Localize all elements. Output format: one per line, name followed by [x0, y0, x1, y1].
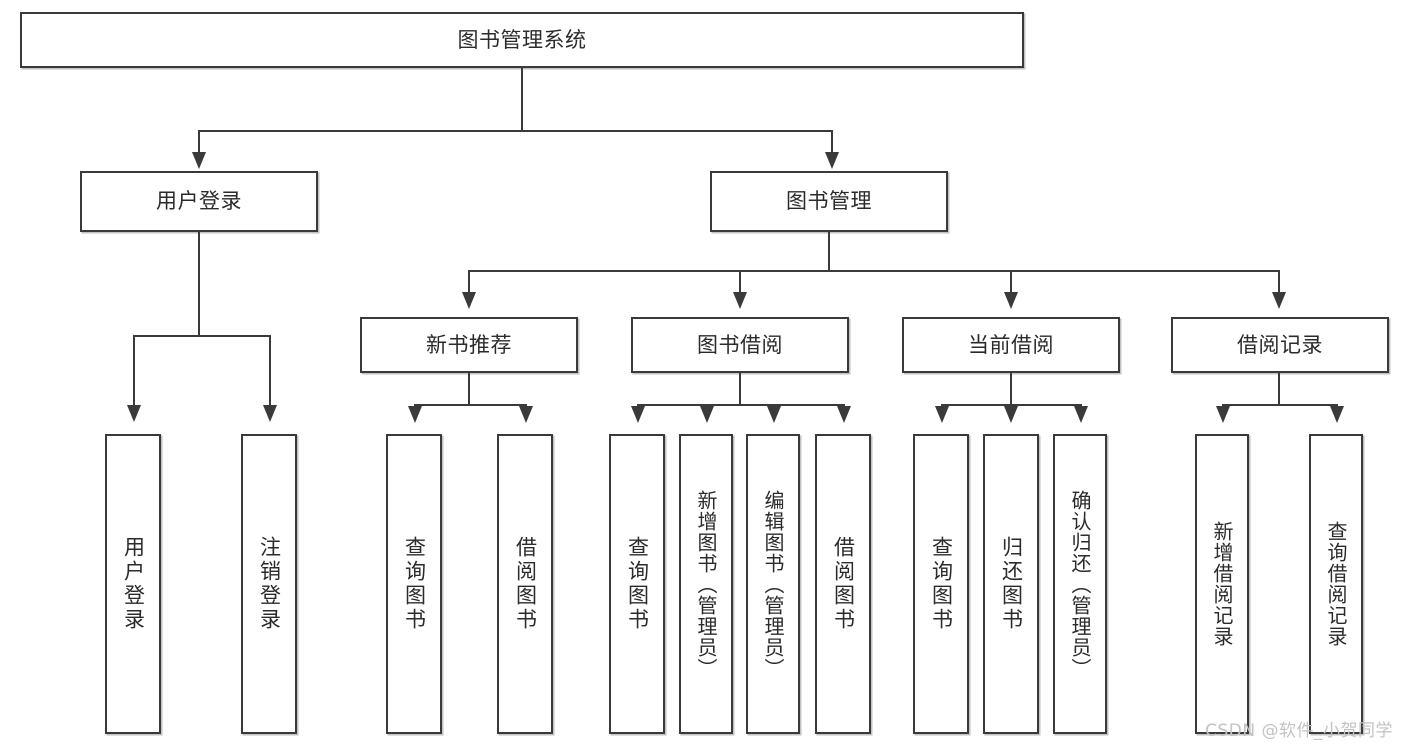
connector-bookmgmt-drop-2	[739, 270, 741, 295]
connector-borrowrecord-bus	[1222, 404, 1338, 406]
arrow-userlogin-leaf-2	[263, 405, 277, 422]
arrow-root-to-userlogin	[192, 152, 206, 169]
arrow-borrowrecord-leaf-1	[1216, 406, 1230, 423]
node-label: 新增图书（管理员）	[694, 489, 718, 679]
connector-root-to-userlogin	[198, 130, 200, 155]
node-label: 借阅图书	[831, 536, 856, 632]
connector-bookborrow-bus	[637, 404, 845, 406]
connector-bookmgmt-drop-4	[1278, 270, 1280, 295]
node-label: 当前借阅	[968, 332, 1054, 357]
node-label: 注销登录	[257, 536, 282, 632]
arrow-newbook-leaf-1	[408, 406, 422, 423]
arrow-bookmgmt-to-borrowrecord	[1272, 292, 1286, 309]
node-label: 用户登录	[156, 189, 242, 214]
connector-bookmgmt-stem	[828, 232, 830, 271]
node-label: 图书管理	[786, 189, 872, 214]
leaf-confirm-return-admin[interactable]: 确认归还（管理员）	[1053, 434, 1107, 734]
node-label: 借阅记录	[1237, 332, 1323, 357]
arrow-bookborrow-leaf-3	[767, 406, 781, 423]
arrow-bookborrow-leaf-2	[700, 406, 714, 423]
leaf-search-book-newbook[interactable]: 查询图书	[386, 434, 442, 734]
node-book-borrow[interactable]: 图书借阅	[631, 317, 849, 373]
node-label: 查询图书	[929, 536, 954, 632]
node-label: 编辑图书（管理员）	[761, 489, 785, 679]
connector-userlogin-bus	[133, 335, 271, 337]
leaf-add-book-admin[interactable]: 新增图书（管理员）	[679, 434, 733, 734]
leaf-borrow-book-newbook[interactable]: 借阅图书	[497, 434, 553, 734]
arrow-borrowrecord-leaf-2	[1330, 406, 1344, 423]
connector-bookmgmt-bus	[468, 270, 1280, 272]
arrow-newbook-leaf-2	[519, 406, 533, 423]
node-new-book-recommend[interactable]: 新书推荐	[360, 317, 578, 373]
node-label: 图书管理系统	[457, 27, 587, 52]
arrow-bookmgmt-to-currentborrow	[1004, 292, 1018, 309]
arrow-userlogin-leaf-1	[127, 405, 141, 422]
node-user-login[interactable]: 用户登录	[80, 171, 318, 232]
node-label: 图书借阅	[697, 332, 783, 357]
connector-root-bus	[198, 130, 833, 132]
leaf-return-book[interactable]: 归还图书	[983, 434, 1039, 734]
connector-root-stem	[521, 68, 523, 131]
connector-bookmgmt-drop-3	[1010, 270, 1012, 295]
connector-bookborrow-stem	[739, 373, 741, 405]
arrow-bookborrow-leaf-4	[837, 406, 851, 423]
arrow-bookmgmt-to-bookborrow	[733, 292, 747, 309]
node-label: 归还图书	[999, 536, 1024, 632]
leaf-add-borrow-record[interactable]: 新增借阅记录	[1195, 434, 1249, 734]
csdn-watermark: CSDN @软件_小贺同学	[1205, 721, 1393, 741]
arrow-currentborrow-leaf-3	[1074, 406, 1088, 423]
connector-currentborrow-stem	[1010, 373, 1012, 405]
leaf-borrow-book[interactable]: 借阅图书	[815, 434, 871, 734]
node-label: 查询借阅记录	[1324, 521, 1348, 647]
leaf-user-login[interactable]: 用户登录	[105, 434, 161, 734]
arrow-bookborrow-leaf-1	[631, 406, 645, 423]
arrow-bookmgmt-to-newbook	[462, 292, 476, 309]
connector-newbook-stem	[468, 373, 470, 405]
node-label: 新增借阅记录	[1210, 521, 1234, 647]
node-label: 用户登录	[121, 536, 146, 632]
arrow-currentborrow-leaf-2	[1004, 406, 1018, 423]
leaf-search-book-current[interactable]: 查询图书	[913, 434, 969, 734]
node-book-management[interactable]: 图书管理	[710, 171, 948, 232]
leaf-edit-book-admin[interactable]: 编辑图书（管理员）	[746, 434, 800, 734]
node-label: 确认归还（管理员）	[1068, 489, 1092, 679]
leaf-search-book-borrow[interactable]: 查询图书	[609, 434, 665, 734]
connector-userlogin-stem	[198, 232, 200, 336]
leaf-logout[interactable]: 注销登录	[241, 434, 297, 734]
arrow-currentborrow-leaf-1	[935, 406, 949, 423]
connector-newbook-bus	[414, 404, 527, 406]
connector-borrowrecord-stem	[1278, 373, 1280, 405]
node-label: 借阅图书	[513, 536, 538, 632]
connector-bookmgmt-drop-1	[468, 270, 470, 295]
connector-userlogin-drop-1	[133, 335, 135, 408]
node-label: 查询图书	[402, 536, 427, 632]
node-root-system[interactable]: 图书管理系统	[20, 12, 1024, 68]
node-borrow-record[interactable]: 借阅记录	[1171, 317, 1389, 373]
arrow-root-to-bookmgmt	[825, 152, 839, 169]
leaf-search-borrow-record[interactable]: 查询借阅记录	[1309, 434, 1363, 734]
node-current-borrow[interactable]: 当前借阅	[902, 317, 1120, 373]
node-label: 新书推荐	[426, 332, 512, 357]
connector-userlogin-drop-2	[269, 335, 271, 408]
connector-root-to-bookmgmt	[831, 130, 833, 155]
node-label: 查询图书	[625, 536, 650, 632]
